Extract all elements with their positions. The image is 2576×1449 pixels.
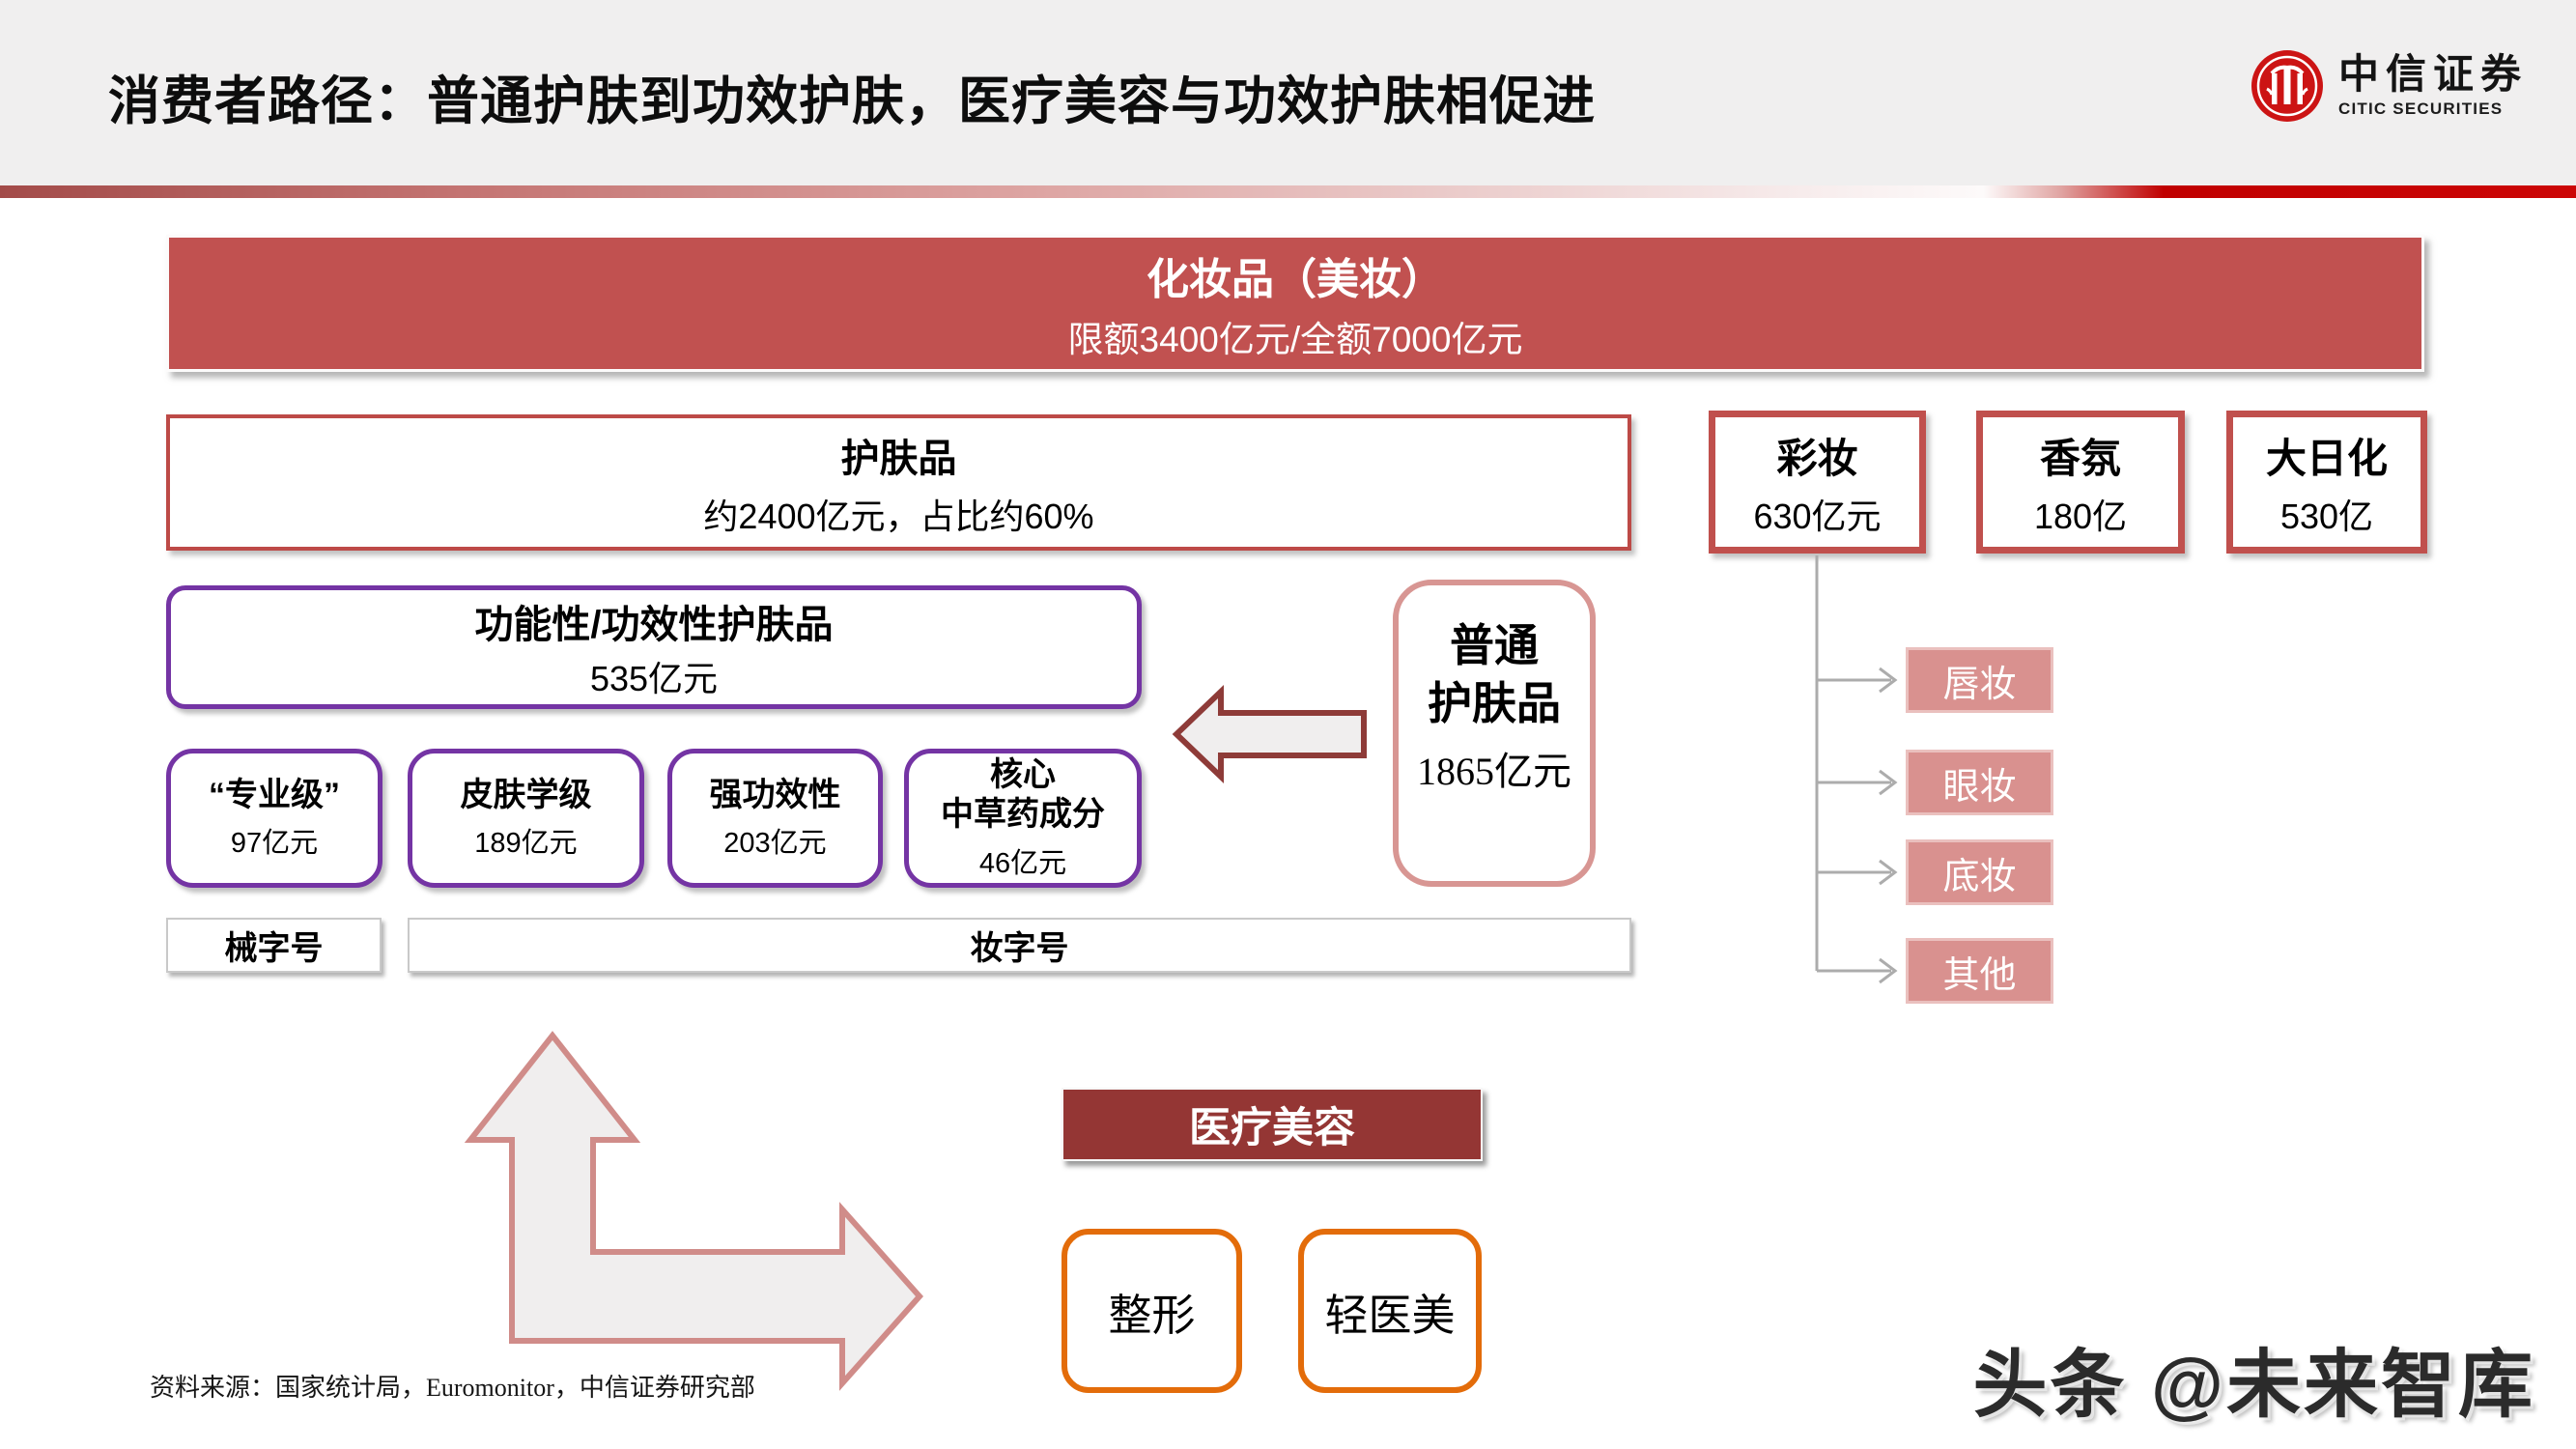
makeup-sub-label: 底妆 [1942,856,2017,897]
registration-device-label: 械字号 [224,930,324,967]
segment-value: 189亿元 [474,828,578,860]
segment-value: 97亿元 [230,828,319,860]
category-box-color-makeup: 彩妆 630亿元 [1709,411,1926,554]
makeup-sub-label: 其他 [1942,954,2017,996]
category-label: 大日化 [2265,435,2388,481]
makeup-sub-label: 眼妆 [1942,766,2017,808]
header-divider-line [0,185,2576,198]
registration-cosmetic-label: 妆字号 [970,930,1069,967]
medical-item-label: 轻医美 [1324,1291,1456,1340]
makeup-sub-box-base: 底妆 [1906,839,2053,905]
segment-title: “专业级” [209,776,340,813]
citic-logo-icon [2250,50,2323,122]
skincare-box: 护肤品 约2400亿元，占比约60% [166,414,1631,551]
watermark: 头条 @未来智库 [1972,1344,2535,1427]
category-value: 630亿元 [1753,496,1882,536]
ordinary-line2: 护肤品 [1428,678,1561,728]
segment-box-strong-efficacy: 强功效性 203亿元 [667,749,883,888]
medical-beauty-title: 医疗美容 [1189,1105,1355,1151]
medical-beauty-banner: 医疗美容 [1062,1088,1483,1161]
ordinary-line1: 普通 [1450,620,1539,670]
source-note: 资料来源：国家统计局，Euromonitor，中信证券研究部 [150,1374,755,1402]
segment-title: 核心 [990,756,1056,794]
functional-skincare-box: 功能性/功效性护肤品 535亿元 [166,585,1142,709]
bent-up-right-arrow-icon [464,1031,924,1391]
makeup-sub-label: 唇妆 [1942,664,2017,705]
logo-en-label: CITIC SECURITIES [2337,99,2504,119]
category-label: 香氛 [2039,435,2121,481]
category-value: 180亿 [2033,496,2128,536]
segment-value: 46亿元 [978,847,1067,879]
logo-cn-label: 中信证券 [2337,53,2528,99]
cosmetics-banner-subtitle: 限额3400亿元/全额7000亿元 [1067,320,1523,359]
registration-cosmetic-bar: 妆字号 [408,918,1631,973]
skincare-subtitle: 约2400亿元，占比约60% [703,496,1094,536]
functional-value: 535亿元 [589,659,719,698]
header-band [0,0,2576,185]
makeup-sub-box-other: 其他 [1906,938,2053,1004]
citic-logo: 中信证券 CITIC SECURITIES [2250,48,2528,124]
logo-text: 中信证券 CITIC SECURITIES [2338,54,2528,118]
category-box-fragrance: 香氛 180亿 [1976,411,2185,554]
medical-item-plastic-surgery: 整形 [1062,1229,1242,1393]
makeup-sub-box-lip: 唇妆 [1906,647,2053,713]
category-value: 530亿 [2279,496,2374,536]
category-label: 彩妆 [1776,435,1858,481]
cosmetics-banner-title: 化妆品（美妆） [1146,256,1444,303]
category-box-daily-chemical: 大日化 530亿 [2226,411,2427,554]
medical-item-light-medical: 轻医美 [1298,1229,1482,1393]
cosmetics-banner: 化妆品（美妆） 限额3400亿元/全额7000亿元 [166,235,2424,372]
segment-box-professional: “专业级” 97亿元 [166,749,382,888]
ordinary-skincare-box: 普通 护肤品 1865亿元 [1393,580,1596,887]
ordinary-value: 1865亿元 [1417,750,1571,794]
medical-item-label: 整形 [1108,1291,1196,1340]
segment-box-dermatology: 皮肤学级 189亿元 [408,749,644,888]
makeup-connector-lines [1815,555,1898,984]
page-title: 消费者路径：普通护肤到功效护肤，医疗美容与功效护肤相促进 [108,72,1596,130]
makeup-sub-box-eye: 眼妆 [1906,750,2053,815]
registration-device-bar: 械字号 [166,918,382,973]
segment-value: 203亿元 [723,828,827,860]
left-arrow-icon [1172,684,1367,784]
segment-box-herbal: 核心 中草药成分 46亿元 [904,749,1142,888]
segment-title2: 中草药成分 [941,796,1105,833]
segment-title: 皮肤学级 [460,776,592,813]
segment-title: 强功效性 [709,776,841,813]
skincare-title: 护肤品 [840,437,957,480]
functional-title: 功能性/功效性护肤品 [474,604,834,646]
